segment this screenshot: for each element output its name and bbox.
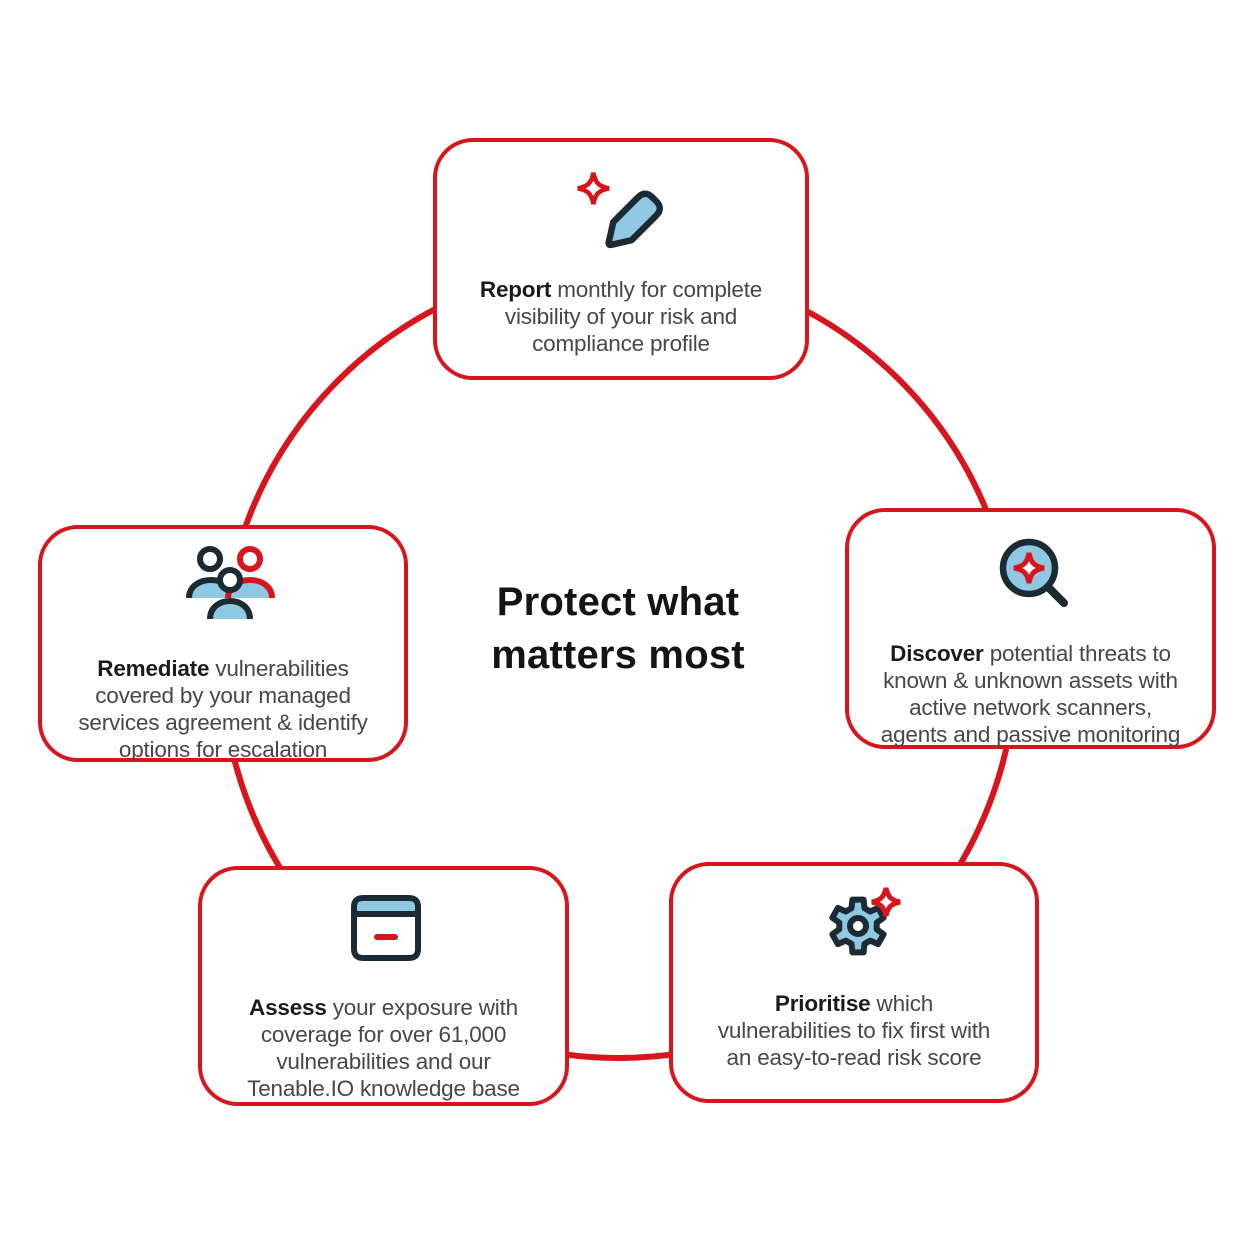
card-text-line: Assess your exposure with [249, 995, 518, 1020]
card-text-line: agents and passive monitoring [880, 722, 1181, 747]
card-discover-text: Discover potential threats to known & un… [880, 640, 1181, 748]
card-remediate: Remediate vulnerabilities covered by you… [38, 525, 408, 762]
card-text-line: Prioritise which [774, 991, 934, 1016]
magnifier-sparkle-icon [989, 532, 1073, 616]
card-lead-word: Report [479, 277, 552, 302]
people-group-icon [181, 543, 281, 627]
card-lead-word: Prioritise [774, 991, 871, 1016]
card-text-line: options for escalation [118, 737, 328, 762]
card-text-line: known & unknown assets with [883, 668, 1178, 693]
card-text-line: Report monthly for complete [479, 277, 763, 302]
card-prioritise-text: Prioritise which vulnerabilities to fix … [718, 990, 990, 1071]
card-text-line: Remediate vulnerabilities [97, 656, 349, 681]
card-text-line: visibility of your risk and [504, 304, 738, 329]
page-title-line1: Protect what [496, 580, 740, 624]
card-assess-text: Assess your exposure with coverage for o… [247, 994, 520, 1102]
card-prioritise: Prioritise which vulnerabilities to fix … [669, 862, 1039, 1103]
page-title: Protect what matters most [368, 576, 868, 682]
page-title-line2: matters most [491, 633, 745, 677]
card-lead-word: Assess [249, 995, 327, 1020]
pencil-sparkle-icon [575, 170, 667, 262]
card-text-line: vulnerabilities and our [276, 1049, 491, 1074]
card-text-line: active network scanners, [909, 695, 1152, 720]
card-text-line: compliance profile [532, 331, 710, 356]
card-lead-word: Remediate [97, 656, 210, 681]
card-discover: Discover potential threats to known & un… [845, 508, 1216, 749]
card-remediate-text: Remediate vulnerabilities covered by you… [78, 655, 368, 763]
browser-window-icon [346, 892, 426, 964]
card-text-line: services agreement & identify [78, 710, 368, 735]
card-assess: Assess your exposure with coverage for o… [198, 866, 569, 1106]
card-report: Report monthly for complete visibility o… [433, 138, 809, 380]
card-text-line: vulnerabilities to fix first with [717, 1018, 991, 1043]
gear-sparkle-icon [816, 886, 904, 958]
card-text-line: coverage for over 61,000 [260, 1022, 507, 1047]
card-text-line: covered by your managed [95, 683, 351, 708]
card-lead-word: Discover [890, 641, 984, 666]
card-text-line: an easy-to-read risk score [726, 1045, 982, 1070]
card-text-line: Discover potential threats to [890, 641, 1171, 666]
card-report-text: Report monthly for complete visibility o… [480, 276, 762, 357]
card-text-line: Tenable.IO knowledge base [247, 1076, 520, 1101]
